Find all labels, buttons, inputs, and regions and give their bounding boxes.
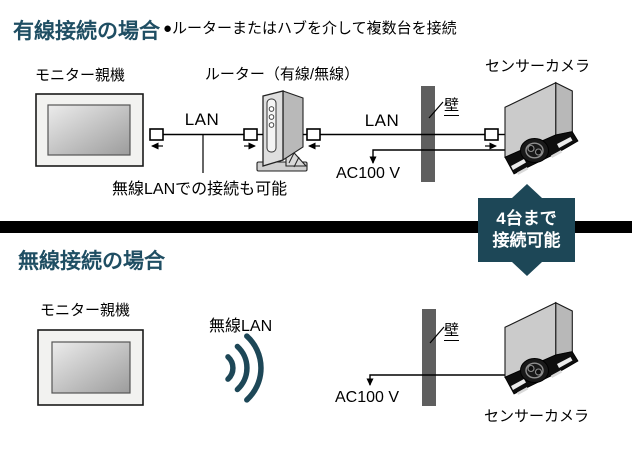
badge-line2: 接続可能 — [492, 231, 561, 250]
sensor-camera-illustration — [504, 302, 579, 396]
badge-line1: 4台まで — [496, 208, 557, 228]
wireless-section-title: 無線接続の場合 — [18, 250, 165, 273]
power-cable-wired — [369, 149, 505, 164]
wall-pointer-line-wireless — [429, 326, 445, 344]
monitor-label-wired: モニター親機 — [35, 67, 126, 84]
camera-label-wireless: センサーカメラ — [484, 408, 590, 425]
monitor-illustration-wireless — [37, 329, 144, 406]
power-label-wired: AC100 V — [336, 165, 401, 182]
wired-section-note: ●ルーターまたはハブを介して複数台を接続 — [163, 20, 457, 37]
lan-connector — [484, 128, 499, 141]
lan-connector — [306, 128, 321, 141]
lan-label-left: LAN — [184, 110, 220, 129]
camera-label-wired: センサーカメラ — [485, 58, 591, 75]
wall-wireless — [422, 309, 436, 406]
wall-label-wired: 壁 — [444, 94, 460, 116]
wireless-option-note: 無線LANでの接続も可能 — [112, 181, 288, 198]
lan-cables-wired — [163, 133, 505, 173]
wall-label-wireless: 壁 — [444, 319, 460, 341]
wireless-lan-label: 無線LAN — [209, 318, 273, 335]
wired-section-title: 有線接続の場合 — [13, 20, 160, 43]
monitor-illustration-wired — [35, 93, 144, 167]
sensor-camera-illustration — [504, 81, 579, 175]
lan-connector — [243, 128, 258, 141]
power-cable-wireless — [366, 374, 505, 386]
monitor-label-wireless: モニター親機 — [40, 302, 131, 319]
lan-connectors-wired — [149, 128, 499, 141]
router-illustration — [256, 90, 308, 172]
router-label: ルーター（有線/無線） — [204, 66, 360, 83]
lan-label-right: LAN — [364, 111, 400, 130]
wifi-signal-icon — [225, 333, 264, 403]
wall-pointer-line-wired — [428, 101, 444, 119]
section-divider — [0, 221, 632, 233]
connection-capacity-badge: 4台まで 接続可能 — [478, 184, 575, 276]
power-label-wireless: AC100 V — [335, 389, 400, 406]
lan-connector — [149, 128, 164, 141]
